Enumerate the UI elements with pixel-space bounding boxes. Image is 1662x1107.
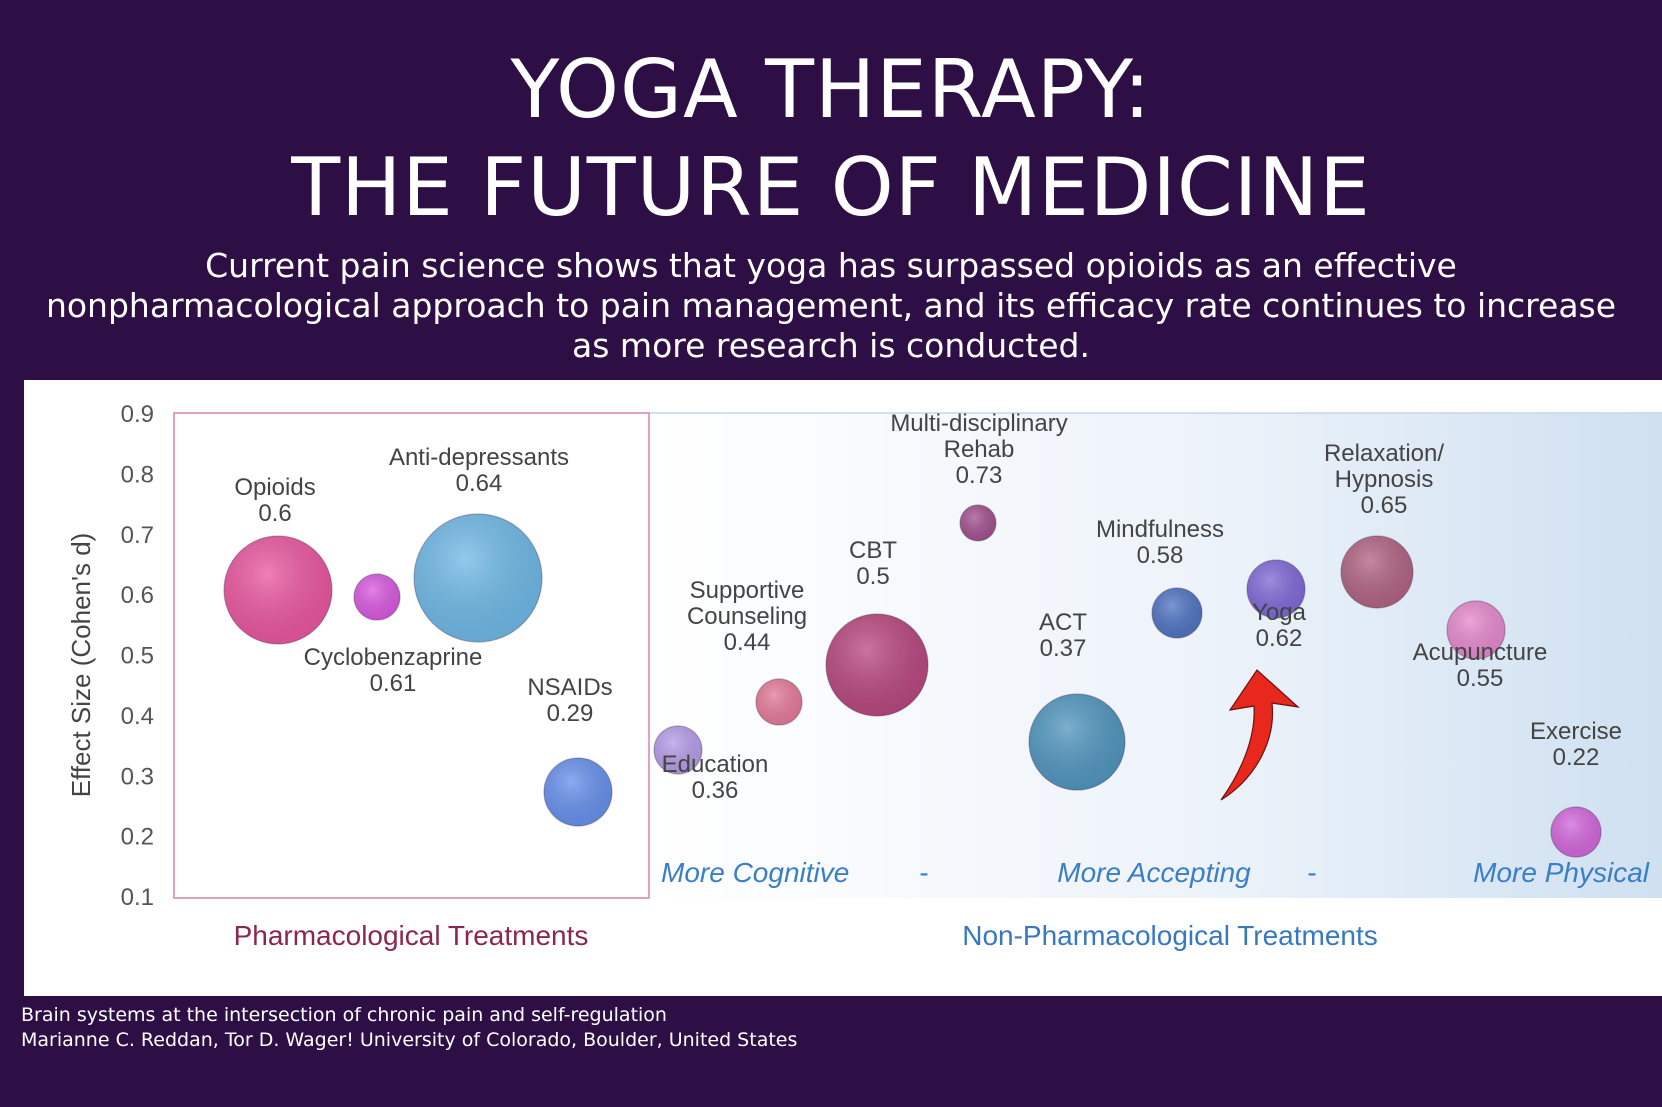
y-tick-label: 0.3 [121, 763, 154, 790]
y-tick-label: 0.2 [121, 824, 154, 851]
non-pharma-region [649, 413, 1662, 898]
bubble-shade-relaxation-hypnosis [1341, 536, 1413, 608]
bubble-chart: Effect Size (Cohen's d) 0.9 0.8 0.7 0.6 0.5 0… [66, 401, 1662, 951]
value-label-multi-disciplinary-rehab: 0.73 [956, 462, 1003, 489]
name-label-cyclobenzaprine: Cyclobenzaprine [304, 644, 483, 671]
y-tick-label: 0.9 [121, 401, 154, 428]
name-label-exercise: Exercise [1530, 718, 1622, 745]
y-tick-label: 0.5 [121, 643, 154, 670]
bubble-shade-mindfulness [1152, 588, 1202, 638]
bubble-shade-cyclobenzaprine [354, 574, 400, 620]
bubble-shade-act [1029, 694, 1125, 790]
bubble-shade-nsaids [544, 758, 612, 826]
slide-title-line-1: YOGA THERAPY: [510, 43, 1152, 136]
group-label-non-pharmacological: Non-Pharmacological Treatments [962, 920, 1378, 951]
y-axis-label: Effect Size (Cohen's d) [66, 533, 96, 798]
value-label-mindfulness: 0.58 [1137, 542, 1184, 569]
name-label-cbt: CBT [849, 537, 897, 564]
value-label-education: 0.36 [692, 777, 739, 804]
value-label-yoga: 0.62 [1256, 625, 1303, 652]
citation-line-2: Marianne C. Reddan, Tor D. Wager! Univer… [21, 1029, 798, 1051]
group-label-pharmacological: Pharmacological Treatments [234, 920, 589, 951]
name-label-yoga: Yoga [1252, 599, 1307, 626]
name-label-multi-disciplinary-rehab: Multi-disciplinary [890, 410, 1067, 437]
value-label-exercise: 0.22 [1553, 744, 1600, 771]
bubble-shade-multi-disciplinary-rehab [960, 505, 996, 541]
bubble-shade-supportive-counseling [756, 679, 802, 725]
dimension-separator-1: - [919, 857, 928, 888]
bubble-shade-yoga [1247, 560, 1305, 618]
value-label-nsaids: 0.29 [547, 700, 594, 727]
value-label-opioids: 0.6 [258, 500, 291, 527]
name-label-mindfulness: Mindfulness [1096, 516, 1224, 543]
name-label-supportive-counseling: Supportive [690, 577, 805, 604]
value-label-cbt: 0.5 [856, 563, 889, 590]
y-tick-label: 0.1 [121, 884, 154, 911]
bubble-shade-anti-depressants [414, 514, 542, 642]
name-label-acupuncture: Acupuncture [1413, 639, 1548, 666]
bubble-shade-cbt [826, 614, 928, 716]
name-label-relaxation-hypnosis: Hypnosis [1335, 466, 1434, 493]
pharma-region [173, 412, 650, 899]
value-label-supportive-counseling: 0.44 [724, 629, 771, 656]
name-label-nsaids: NSAIDs [527, 674, 612, 701]
value-label-acupuncture: 0.55 [1457, 665, 1504, 692]
highlight-arrow [1220, 669, 1300, 801]
name-label-education: Education [662, 751, 769, 778]
bubble-shade-education [654, 726, 702, 774]
dimension-separator-2: - [1307, 857, 1316, 888]
bubble-shade-opioids [224, 536, 332, 644]
y-tick-label: 0.8 [121, 461, 154, 488]
name-label-supportive-counseling: Counseling [687, 603, 807, 630]
value-label-anti-depressants: 0.64 [456, 470, 503, 497]
name-label-act: ACT [1039, 609, 1087, 636]
y-tick-label: 0.6 [121, 582, 154, 609]
dimension-label-more-physical: More Physical [1473, 857, 1650, 888]
value-label-relaxation-hypnosis: 0.65 [1361, 492, 1408, 519]
y-tick-label: 0.7 [121, 522, 154, 549]
dimension-label-more-cognitive: More Cognitive [661, 857, 849, 888]
dimension-label-more-accepting: More Accepting [1057, 857, 1251, 888]
name-label-relaxation-hypnosis: Relaxation/ [1324, 440, 1444, 467]
slide-subtitle: Current pain science shows that yoga has… [45, 246, 1617, 365]
citation-line-1: Brain systems at the intersection of chr… [21, 1004, 667, 1026]
chart-panel: Effect Size (Cohen's d) 0.9 0.8 0.7 0.6 0.5 0… [24, 380, 1662, 996]
value-label-act: 0.37 [1040, 635, 1087, 662]
slide-title-line-2: THE FUTURE OF MEDICINE [291, 141, 1371, 234]
y-tick-label: 0.4 [121, 703, 154, 730]
name-label-anti-depressants: Anti-depressants [389, 444, 569, 471]
bubble-shade-acupuncture [1447, 601, 1505, 659]
name-label-opioids: Opioids [234, 474, 315, 501]
bubble-shade-exercise [1551, 807, 1601, 857]
name-label-multi-disciplinary-rehab: Rehab [944, 436, 1015, 463]
value-label-cyclobenzaprine: 0.61 [370, 670, 417, 697]
